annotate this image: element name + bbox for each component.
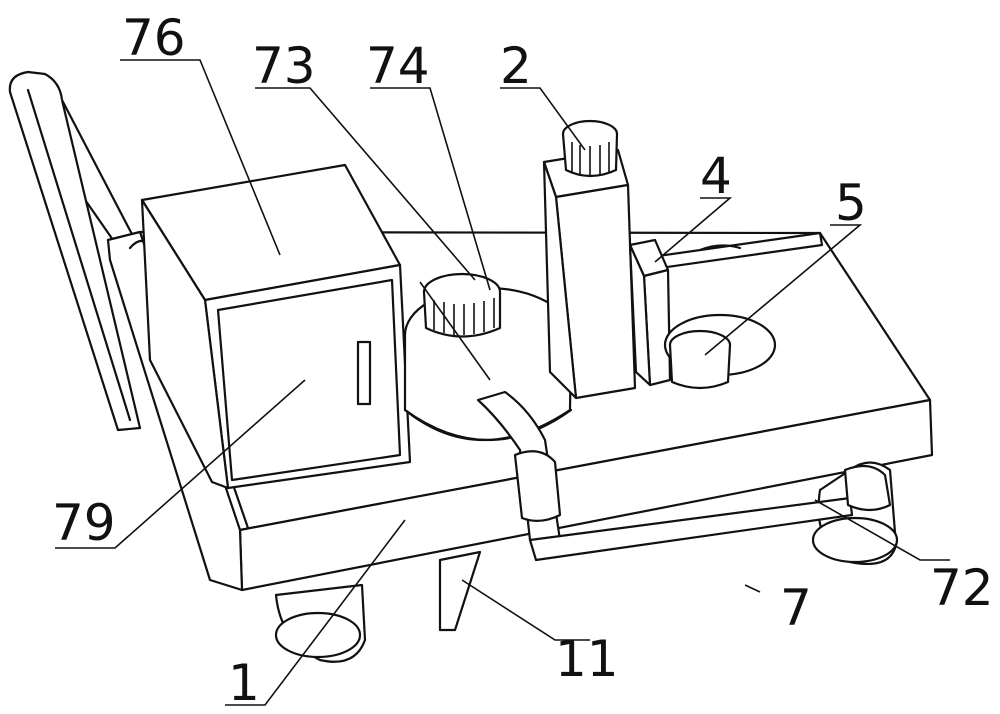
bottom-duct (528, 464, 892, 562)
label-74: 74 (366, 37, 430, 95)
door-handle (356, 340, 372, 406)
tower (542, 119, 637, 400)
label-73: 73 (252, 37, 316, 95)
label-11: 11 (555, 630, 619, 688)
fin (438, 550, 482, 632)
label-2: 2 (500, 37, 532, 95)
part-4 (628, 238, 672, 387)
handle (8, 70, 142, 432)
label-5: 5 (835, 174, 867, 232)
label-76: 76 (122, 9, 186, 67)
wheel-front-left (274, 583, 367, 663)
reference-labels: 76 73 74 2 4 5 79 72 7 11 1 (52, 9, 994, 712)
well (663, 313, 777, 390)
label-4: 4 (700, 147, 732, 205)
fan-knob (422, 272, 502, 338)
cabinet-door (216, 278, 402, 482)
label-79: 79 (52, 494, 116, 552)
label-72: 72 (930, 559, 994, 617)
label-7: 7 (780, 579, 812, 637)
leader-lines (55, 59, 950, 706)
label-1: 1 (228, 654, 260, 712)
